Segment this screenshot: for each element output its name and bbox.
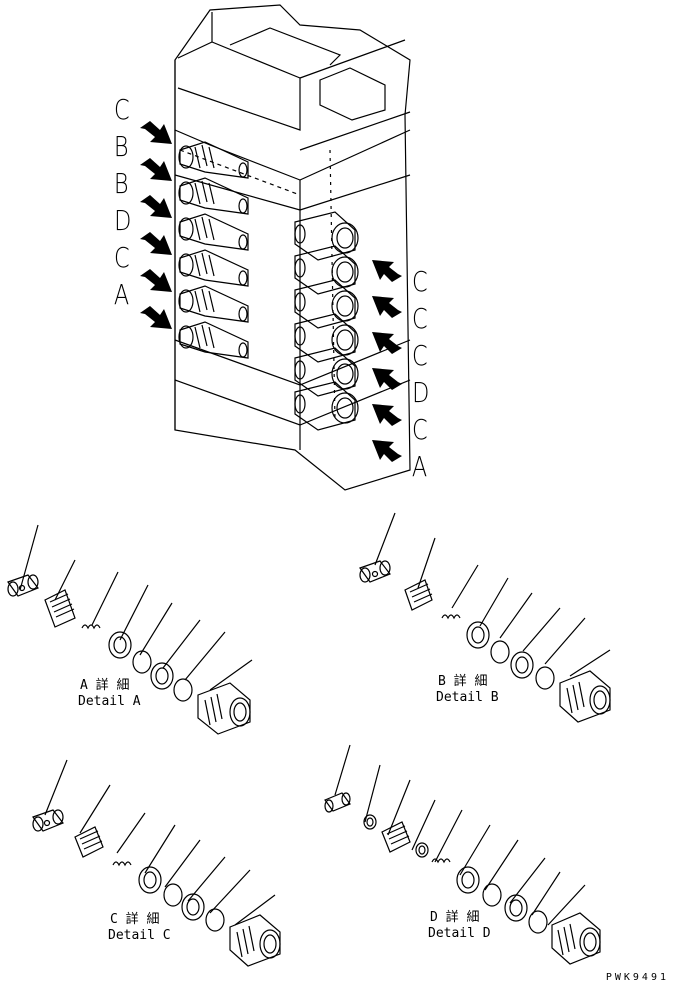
left-port-label: B	[113, 167, 129, 200]
left-spool	[178, 285, 249, 323]
left-spool	[178, 213, 249, 251]
detail-d-caption-jp: D 詳 細	[430, 910, 480, 925]
left-port-label: C	[113, 241, 130, 274]
detail-b-caption-jp: B 詳 細	[438, 674, 488, 689]
left-arrow	[140, 195, 172, 218]
left-arrow	[140, 269, 172, 292]
control-valve-body	[174, 4, 411, 491]
right-arrows	[372, 260, 402, 462]
right-arrow	[372, 296, 402, 318]
left-port-label: B	[113, 130, 129, 163]
detail-a-caption-en: Detail A	[78, 694, 141, 709]
left-spool-ports	[178, 141, 249, 359]
right-plug	[294, 279, 359, 329]
right-port-label: C	[411, 265, 428, 298]
left-port-label: C	[113, 93, 130, 126]
right-arrow	[372, 404, 402, 426]
right-plug	[294, 313, 359, 363]
right-arrow	[372, 260, 402, 282]
right-plug	[294, 347, 359, 397]
detail-c-caption-jp: C 詳 細	[110, 912, 160, 927]
right-port-label: D	[412, 376, 430, 409]
detail-a-caption-jp: A 詳 細	[80, 678, 130, 693]
right-port-label: C	[411, 339, 428, 372]
right-port-label: C	[411, 302, 428, 335]
detail-d-parts	[324, 744, 601, 965]
right-plug	[294, 245, 359, 295]
right-arrow	[372, 332, 402, 354]
right-plug-ports	[294, 211, 359, 431]
detail-c-parts	[32, 759, 281, 967]
right-port-label: C	[411, 413, 428, 446]
left-spool	[178, 321, 249, 359]
left-arrow	[140, 158, 172, 181]
detail-a-parts	[7, 524, 253, 735]
left-spool	[178, 141, 249, 179]
right-plug	[294, 381, 359, 431]
left-arrow	[140, 232, 172, 255]
detail-b-caption-en: Detail B	[436, 690, 499, 705]
detail-c-caption-en: Detail C	[108, 928, 171, 943]
left-arrows	[140, 121, 172, 329]
right-plug	[294, 211, 359, 261]
right-port-label: A	[411, 450, 428, 483]
left-spool	[178, 249, 249, 287]
right-arrow	[372, 368, 402, 390]
left-arrow	[140, 121, 172, 144]
detail-b-parts	[359, 512, 611, 723]
left-port-label: A	[113, 278, 130, 311]
detail-d-caption-en: Detail D	[428, 926, 491, 941]
left-port-label: D	[114, 204, 132, 237]
left-arrow	[140, 306, 172, 329]
right-arrow	[372, 440, 402, 462]
figure-code: PWK9491	[605, 972, 669, 983]
left-spool	[178, 177, 249, 215]
